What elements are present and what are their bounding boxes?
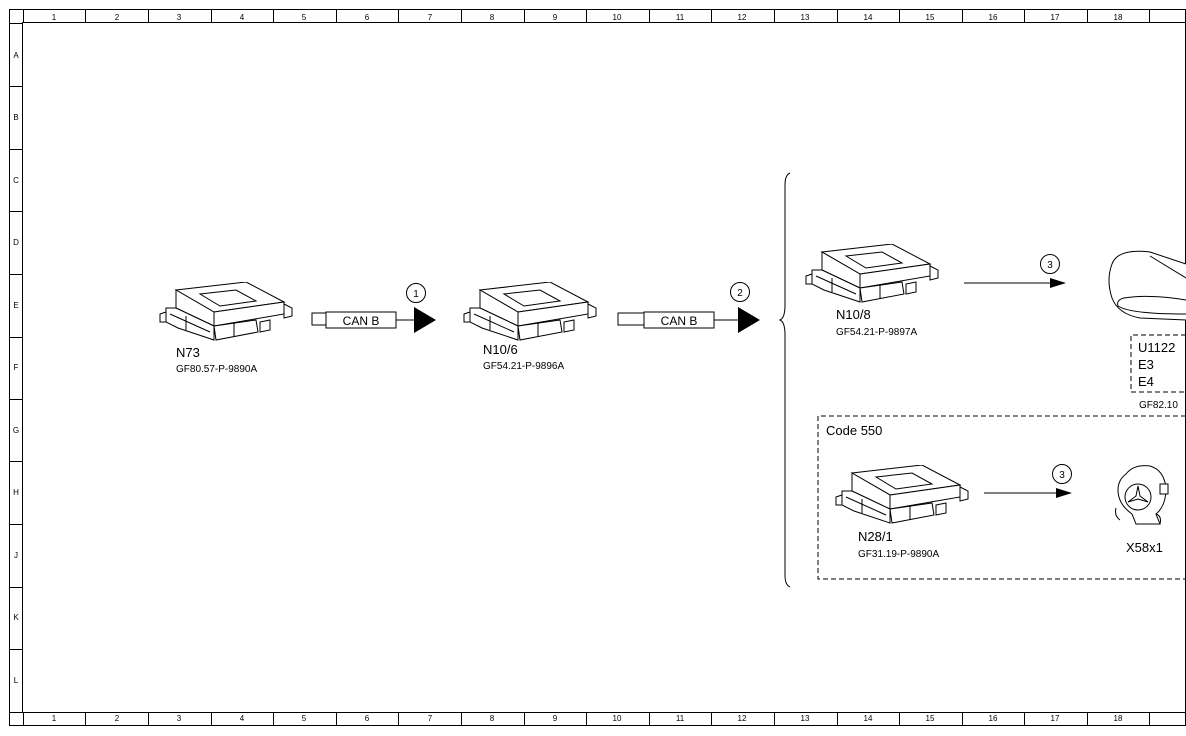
column-ticks-top (23, 10, 1150, 22)
component-label: N28/1 (858, 529, 893, 544)
column-label: 13 (801, 13, 810, 22)
column-label: 11 (676, 13, 685, 22)
column-label: 7 (428, 714, 433, 723)
ecu-icon (805, 244, 939, 303)
group-brace (778, 172, 791, 588)
column-label: 14 (864, 714, 873, 723)
column-label: 16 (989, 714, 998, 723)
row-label: B (13, 113, 18, 122)
column-label: 14 (864, 13, 873, 22)
component-label: N10/6 (483, 342, 518, 357)
ecu-icon (463, 282, 597, 341)
step-number: 2 (737, 288, 743, 299)
column-label: 2 (115, 13, 120, 22)
step-number: 1 (413, 289, 419, 300)
arrow-head-icon (1056, 488, 1072, 498)
signal-arrow-upper: 3 (964, 254, 1066, 288)
row-label: A (13, 51, 19, 60)
step-number: 3 (1047, 260, 1053, 271)
column-labels-top: 1 2 3 4 5 6 7 8 9 10 11 12 13 14 15 16 1… (52, 13, 1123, 22)
row-label: C (13, 176, 19, 185)
column-label: 12 (738, 13, 747, 22)
column-label: 11 (676, 714, 685, 723)
signal-arrow-lower: 3 (984, 464, 1072, 498)
component-n10-6[interactable]: N10/6 GF54.21-P-9896A (463, 282, 597, 372)
column-label: 6 (365, 714, 370, 723)
column-label: 17 (1051, 13, 1060, 22)
step-circle (406, 283, 426, 303)
arrow-head-icon (738, 307, 760, 333)
arrow-head-icon (1050, 278, 1066, 288)
component-label: N10/8 (836, 307, 871, 322)
row-label: F (14, 363, 19, 372)
column-label: 16 (989, 13, 998, 22)
column-label: 4 (240, 13, 245, 22)
component-code: GF54.21-P-9896A (483, 361, 564, 372)
row-label: J (14, 551, 18, 560)
step-circle (1052, 464, 1072, 484)
can-bus-arrow-1: CAN B 1 (311, 283, 436, 333)
column-ticks-bottom (23, 713, 1150, 725)
row-label: E (13, 301, 18, 310)
row-label: D (13, 238, 19, 247)
step-number: 3 (1059, 470, 1065, 481)
column-label: 10 (613, 13, 622, 22)
column-label: 5 (302, 714, 307, 723)
column-labels-bottom: 1 2 3 4 5 6 7 8 9 10 11 12 13 14 15 16 1… (52, 714, 1123, 723)
row-ticks (10, 23, 22, 713)
component-n73[interactable]: N73 GF80.57-P-9890A (159, 282, 293, 375)
column-label: 2 (115, 714, 120, 723)
column-label: 17 (1051, 714, 1060, 723)
column-label: 12 (738, 714, 747, 723)
column-label: 6 (365, 13, 370, 22)
column-label: 8 (490, 714, 495, 723)
optional-group-code-550: Code 550 (817, 415, 1186, 580)
can-bus-arrow-2: CAN B 2 (617, 282, 760, 333)
column-label: 3 (177, 714, 182, 723)
variant-code: GF82.10 (1139, 400, 1178, 411)
column-label: 3 (177, 13, 182, 22)
component-code: GF80.57-P-9890A (176, 364, 257, 375)
trailer-socket-icon: X58x1 (1115, 465, 1169, 555)
column-label: 7 (428, 13, 433, 22)
ecu-icon (835, 465, 969, 524)
bus-label: CAN B (661, 314, 698, 328)
column-label: 15 (926, 13, 935, 22)
row-label: L (14, 676, 19, 685)
component-label: N73 (176, 345, 200, 360)
group-label: Code 550 (826, 423, 882, 438)
component-n10-8[interactable]: N10/8 GF54.21-P-9897A (805, 244, 939, 338)
column-label: 10 (613, 714, 622, 723)
column-label: 5 (302, 13, 307, 22)
bus-label: CAN B (343, 314, 380, 328)
variant-line: E4 (1138, 374, 1154, 389)
variant-line: E3 (1138, 357, 1154, 372)
column-label: 18 (1114, 714, 1123, 723)
ecu-icon (159, 282, 293, 341)
row-labels: A B C D E F G H J K L (13, 51, 19, 685)
mirror-icon (1108, 250, 1186, 321)
column-label: 9 (553, 714, 558, 723)
column-label: 9 (553, 13, 558, 22)
arrow-head-icon (414, 307, 436, 333)
column-label: 1 (52, 13, 57, 22)
component-n28-1[interactable]: N28/1 GF31.19-P-9890A (835, 465, 969, 560)
row-label: G (13, 426, 19, 435)
connector-label: X58x1 (1126, 540, 1163, 555)
column-label: 15 (926, 714, 935, 723)
row-label: K (13, 613, 19, 622)
column-label: 13 (801, 714, 810, 723)
row-label: H (13, 488, 19, 497)
column-label: 1 (52, 714, 57, 723)
column-label: 4 (240, 714, 245, 723)
variant-box: U1122 E3 E4 GF82.10 (1130, 334, 1186, 411)
column-label: 8 (490, 13, 495, 22)
component-code: GF31.19-P-9890A (858, 549, 939, 560)
step-circle (730, 282, 750, 302)
variant-line: U1122 (1138, 340, 1175, 355)
step-circle (1040, 254, 1060, 274)
column-label: 18 (1114, 13, 1123, 22)
component-code: GF54.21-P-9897A (836, 327, 917, 338)
